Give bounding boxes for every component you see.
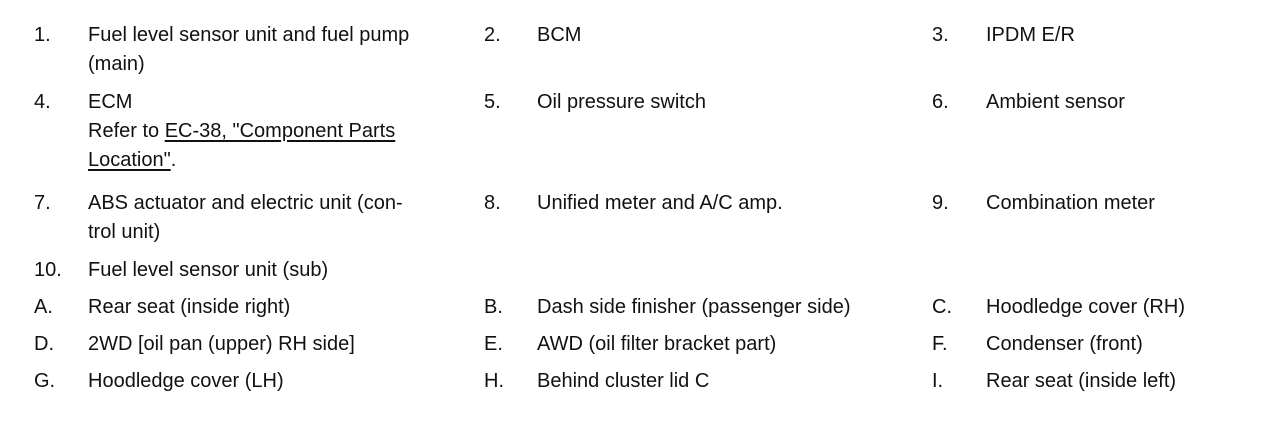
item-label: Dash side finisher (passenger side)	[537, 296, 851, 318]
reference-link[interactable]: EC-38, "Component Parts	[164, 120, 396, 142]
reference-prefix: Refer to	[88, 120, 165, 142]
item-label: AWD (oil filter bracket part)	[537, 333, 777, 355]
item-letter: A.	[34, 296, 53, 318]
item-label: Fuel level sensor unit (sub)	[88, 259, 329, 281]
item-number: 6.	[932, 91, 949, 113]
item-label: Rear seat (inside left)	[986, 370, 1177, 392]
item-letter: F.	[932, 333, 948, 355]
item-label: BCM	[537, 24, 582, 46]
item-number: 2.	[484, 24, 501, 46]
item-label: Hoodledge cover (RH)	[986, 296, 1185, 318]
item-letter: H.	[484, 370, 504, 392]
item-label: Hoodledge cover (LH)	[88, 370, 284, 392]
item-label: Condenser (front)	[986, 333, 1143, 355]
item-label: ABS actuator and electric unit (con- tro…	[88, 192, 403, 243]
item-label: Unified meter and A/C amp.	[537, 192, 783, 214]
item-number: 5.	[484, 91, 501, 113]
item-letter: E.	[484, 333, 503, 355]
item-letter: I.	[932, 370, 944, 392]
item-letter: B.	[484, 296, 503, 318]
item-number: 9.	[932, 192, 949, 214]
reference-link-continued[interactable]: Location"	[88, 149, 171, 171]
item-number: 1.	[34, 24, 51, 46]
item-label: 2WD [oil pan (upper) RH side]	[88, 333, 355, 355]
item-label: Fuel level sensor unit and fuel pump (ma…	[88, 24, 410, 75]
item-label: IPDM E/R	[986, 24, 1075, 46]
item-number: 4.	[34, 91, 51, 113]
reference-suffix: .	[170, 149, 177, 171]
item-label: Oil pressure switch	[537, 91, 706, 113]
item-number: 7.	[34, 192, 51, 214]
item-label: Behind cluster lid C	[537, 370, 710, 392]
item-label: Ambient sensor	[986, 91, 1125, 113]
item-label: Rear seat (inside right)	[88, 296, 291, 318]
item-number: 10.	[34, 259, 62, 281]
item-label: Combination meter	[986, 192, 1155, 214]
item-label: ECM Refer to EC-38, "Component Parts Loc…	[88, 91, 396, 171]
item-letter: C.	[932, 296, 952, 318]
item-letter: D.	[34, 333, 54, 355]
item-number: 8.	[484, 192, 501, 214]
item-letter: G.	[34, 370, 56, 392]
item-number: 3.	[932, 24, 949, 46]
